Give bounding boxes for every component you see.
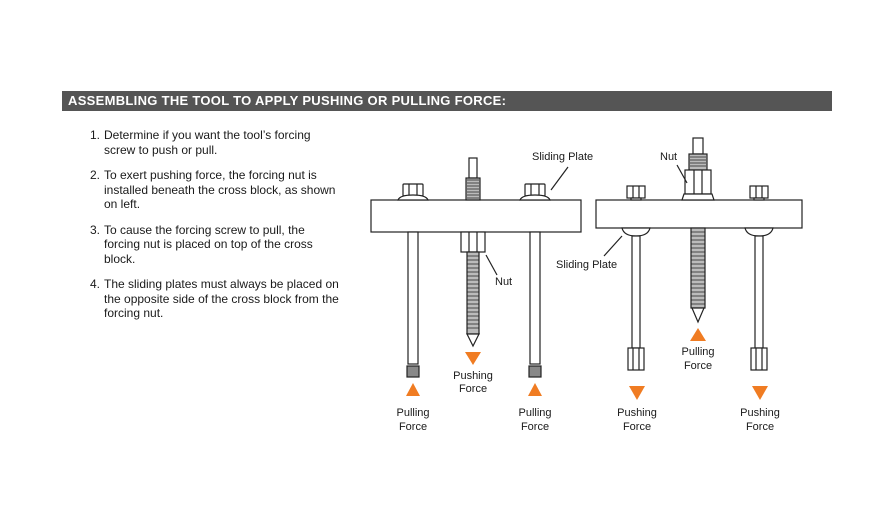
label-sliding-plate: Sliding Plate xyxy=(532,151,593,163)
label-pushing-force: Force xyxy=(459,383,487,395)
section-header: ASSEMBLING THE TOOL TO APPLY PUSHING OR … xyxy=(62,91,832,111)
label-pulling-force: Pulling xyxy=(518,407,551,419)
label-pulling-force: Pulling xyxy=(396,407,429,419)
pulling-arrow-up xyxy=(690,328,706,341)
label-pulling-force: Force xyxy=(684,360,712,372)
label-pushing-force: Force xyxy=(623,421,651,433)
right-bolt xyxy=(744,185,774,371)
instruction-step-3: 3. To cause the forcing screw to pull, t… xyxy=(90,223,340,267)
pulling-arrow-up xyxy=(406,383,420,396)
right-bolt xyxy=(519,183,551,378)
sliding-plate-leader xyxy=(603,235,623,257)
label-pulling-force: Pulling xyxy=(681,346,714,358)
forcing-screw xyxy=(460,157,486,348)
right-assembly xyxy=(595,137,803,400)
left-assembly xyxy=(370,157,582,396)
step-number: 4. xyxy=(90,277,101,291)
label-nut: Nut xyxy=(495,276,512,288)
forcing-nut xyxy=(684,169,712,195)
step-text: The sliding plates must always be placed… xyxy=(104,277,339,320)
cross-block xyxy=(370,199,582,233)
label-pushing-force: Pushing xyxy=(453,370,493,382)
sliding-plate-leader xyxy=(550,166,569,191)
pulling-arrow-up xyxy=(528,383,542,396)
step-number: 1. xyxy=(90,128,101,142)
pushing-arrow-down xyxy=(629,386,645,400)
step-number: 3. xyxy=(90,222,101,237)
nut-leader xyxy=(676,164,688,184)
step-text: To exert pushing force, the forcing nut … xyxy=(104,168,336,211)
label-nut: Nut xyxy=(660,151,677,163)
instruction-step-1: 1. Determine if you want the tool’s forc… xyxy=(90,128,340,157)
step-number: 2. xyxy=(90,168,101,182)
left-bolt xyxy=(621,185,651,371)
pushing-arrow-down xyxy=(752,386,768,400)
cross-block xyxy=(595,199,803,229)
label-pulling-force: Force xyxy=(399,421,427,433)
label-sliding-plate: Sliding Plate xyxy=(556,259,617,271)
step-text: Determine if you want the tool’s forcing… xyxy=(104,128,311,157)
nut-leader xyxy=(485,254,498,276)
pushing-arrow-down xyxy=(465,352,481,365)
label-pushing-force: Pushing xyxy=(740,407,780,419)
instruction-step-2: 2. To exert pushing force, the forcing n… xyxy=(90,168,340,212)
section-title: ASSEMBLING THE TOOL TO APPLY PUSHING OR … xyxy=(68,93,507,108)
instruction-step-4: 4. The sliding plates must always be pla… xyxy=(90,277,340,321)
instruction-list: 1. Determine if you want the tool’s forc… xyxy=(90,128,340,332)
forcing-nut xyxy=(460,231,486,253)
step-text: To cause the forcing screw to pull, the … xyxy=(104,222,313,266)
label-pulling-force: Force xyxy=(521,421,549,433)
label-pushing-force: Pushing xyxy=(617,407,657,419)
label-pushing-force: Force xyxy=(746,421,774,433)
forcing-screw xyxy=(681,137,715,324)
left-bolt xyxy=(397,183,429,378)
